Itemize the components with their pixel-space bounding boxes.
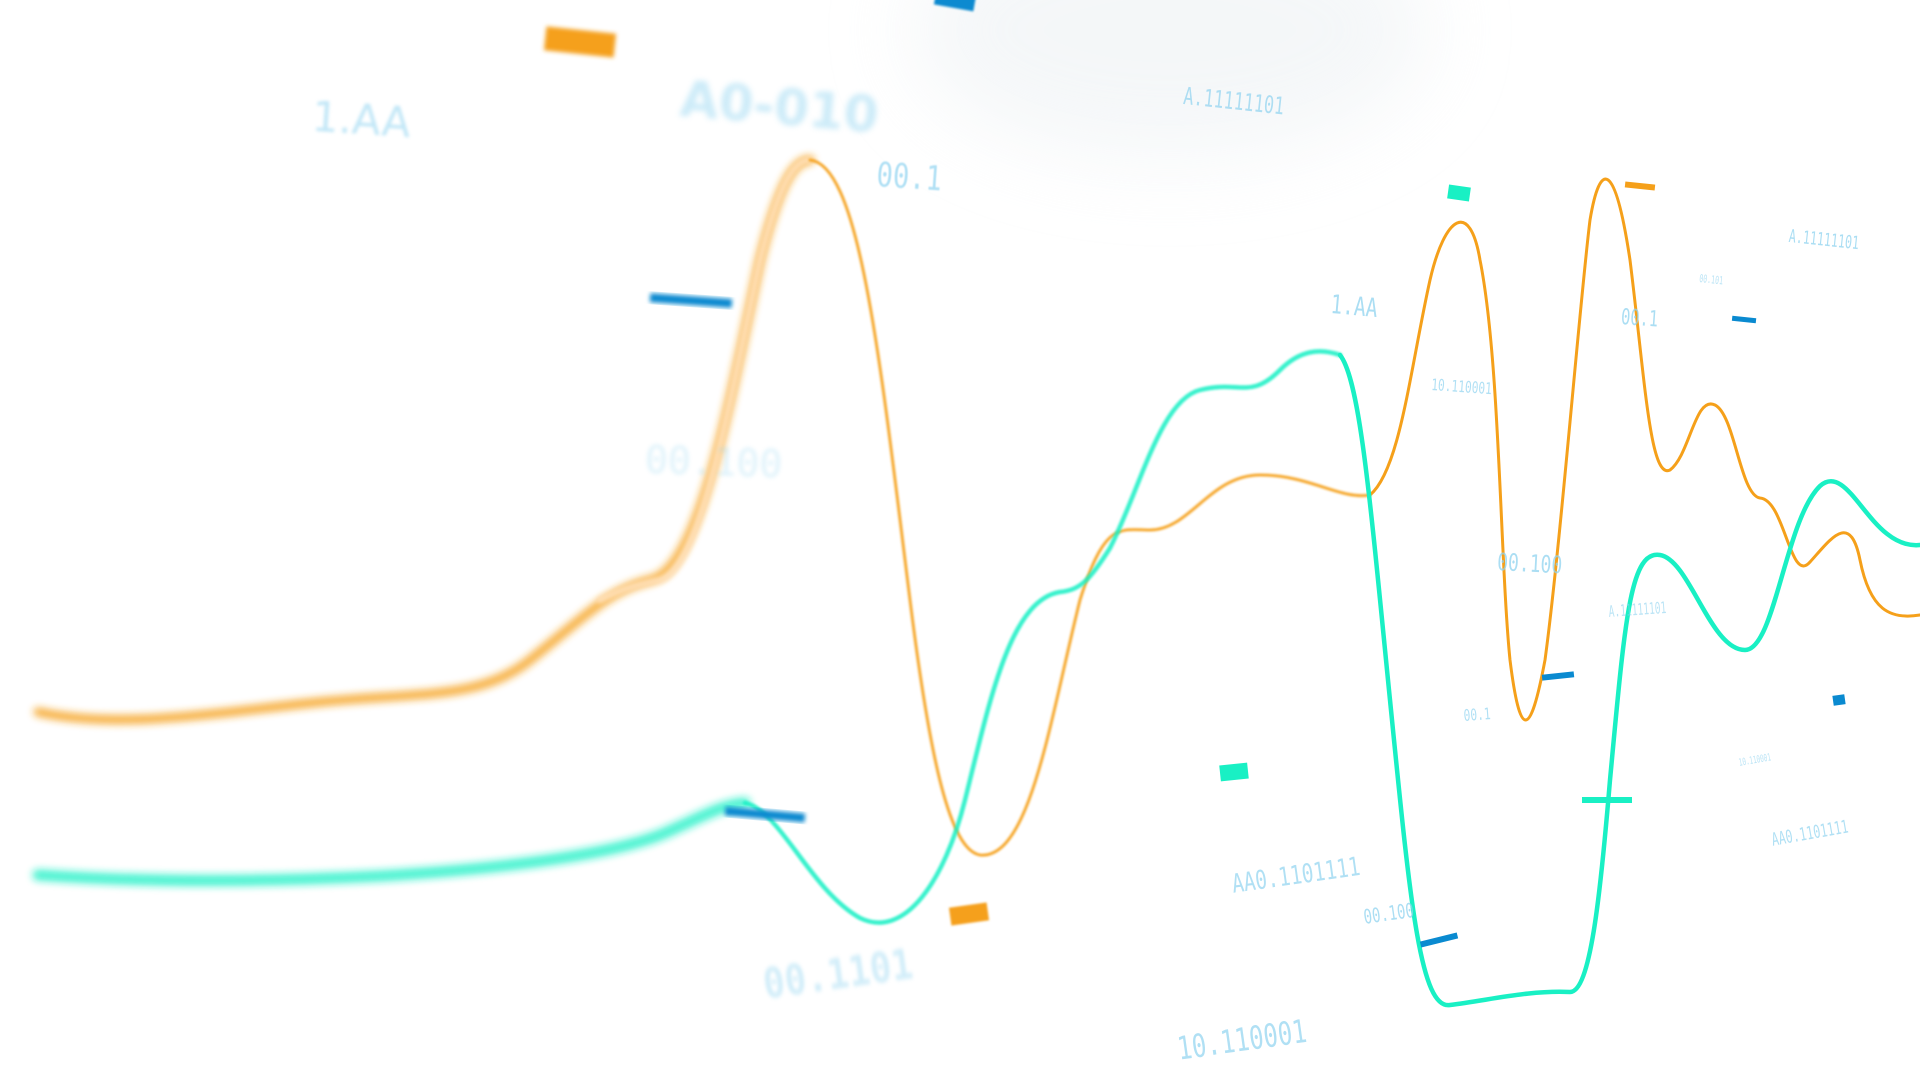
blue-accent-mark <box>1832 694 1846 706</box>
blue-accent-mark <box>1419 932 1459 948</box>
blue-accent-mark <box>1541 671 1575 681</box>
code-label: 00.100 <box>1496 548 1563 580</box>
code-label: 00.100 <box>644 437 784 487</box>
blue-accent-mark <box>724 806 806 823</box>
code-label: 1.AA <box>1329 290 1379 324</box>
teal-wave-right <box>1337 352 1920 1008</box>
orange-wave-mid <box>808 158 1372 857</box>
orange-wave-left-fade <box>596 156 814 604</box>
teal-accent-mark <box>1447 184 1471 202</box>
teal-accent-mark <box>1582 797 1632 803</box>
code-label: A.11111101 <box>1608 597 1667 621</box>
orange-wave-right <box>1368 177 1920 722</box>
teal-wave-mid <box>742 349 1343 925</box>
code-label: 00.1 <box>1620 305 1659 333</box>
orange-accent-mark <box>543 26 617 58</box>
code-label: 1.AA <box>310 91 413 148</box>
blue-accent-mark <box>933 0 976 12</box>
code-label: 00.101 <box>1698 272 1724 288</box>
teal-wave-left <box>32 797 751 886</box>
code-label: 00.1 <box>1463 704 1492 725</box>
soft-glow <box>910 0 1430 160</box>
teal-accent-mark <box>1219 762 1249 782</box>
code-label: 00.1 <box>875 155 944 200</box>
orange-accent-mark <box>948 902 990 926</box>
blue-accent-mark <box>1731 315 1757 324</box>
blue-accent-mark <box>649 293 733 308</box>
orange-accent-mark <box>1624 181 1656 191</box>
